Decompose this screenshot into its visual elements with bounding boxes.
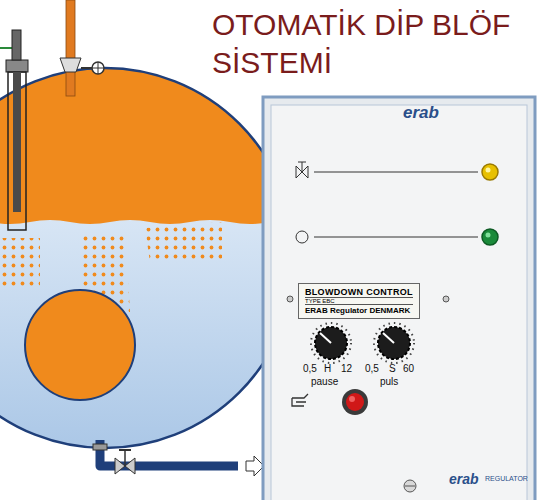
name-plate: BLOWDOWN CONTROLTYPE EBCERAB Regulator D… [298, 283, 420, 319]
plate-text: BLOWDOWN CONTROL [305, 287, 413, 298]
panel-logo: erab [403, 103, 439, 123]
dial-scale: 0,5 [365, 363, 379, 374]
dial-scale: H [324, 363, 331, 374]
control-panel: eraberabREGULATORBLOWDOWN CONTROLTYPE EB… [263, 97, 535, 500]
dial-scale: puls [380, 376, 398, 387]
panel-logo: erab [449, 471, 479, 487]
plate-text: TYPE EBC [305, 298, 413, 305]
knob [374, 323, 414, 363]
panel-logo: REGULATOR [485, 475, 528, 482]
dial-scale: pause [311, 376, 338, 387]
plate-text: ERAB Regulator DENMARK [305, 305, 413, 315]
title: OTOMATİK DİP BLÖF SİSTEMİ [212, 6, 512, 82]
dial-scale: S [389, 363, 396, 374]
knob [311, 323, 351, 363]
dial-scale: 12 [341, 363, 352, 374]
dial-scale: 0,5 [303, 363, 317, 374]
dial-scale: 60 [403, 363, 414, 374]
